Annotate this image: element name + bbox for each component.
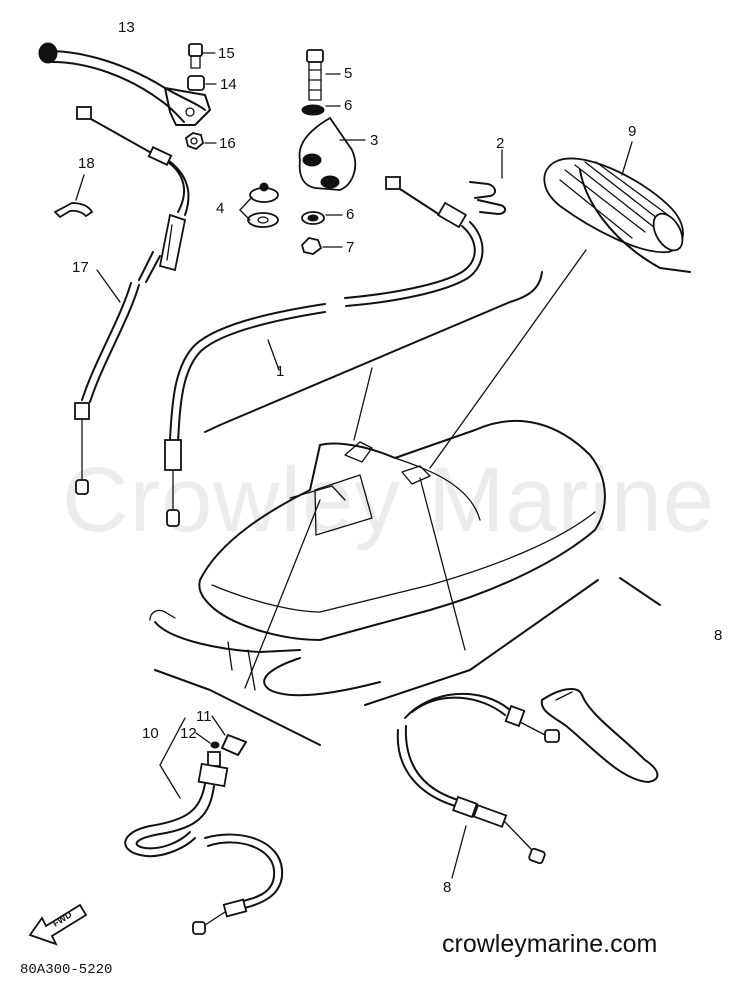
callout-16: 16 (219, 135, 236, 152)
callout-8-mark: 8 (714, 627, 723, 644)
cable-bracket[interactable] (298, 116, 366, 191)
callout-1: 1 (276, 363, 285, 380)
website-credit: crowleymarine.com (442, 930, 658, 958)
callout-13: 13 (118, 19, 135, 36)
callout-3: 3 (370, 132, 379, 149)
lever-nut[interactable] (184, 132, 217, 151)
brake-lever[interactable] (38, 42, 211, 126)
bracket-nut[interactable] (300, 237, 343, 255)
leader-lines (244, 249, 587, 689)
snowmobile-body[interactable] (149, 419, 606, 697)
callout-18: 18 (78, 155, 95, 172)
washer-lower[interactable] (301, 211, 343, 225)
cable-assembly[interactable] (396, 692, 560, 879)
bracket-bolt[interactable] (306, 49, 341, 101)
lever-lower-right[interactable] (540, 688, 659, 783)
throttle-cable[interactable] (164, 176, 484, 527)
callout-6-upper: 6 (344, 97, 353, 114)
callout-17: 17 (72, 259, 89, 276)
cable-clamp[interactable] (53, 174, 94, 219)
lever-screw[interactable] (188, 43, 216, 69)
choke-fitting[interactable] (195, 715, 226, 749)
section-boundaries (154, 169, 691, 746)
diagram-code: 80A300-5220 (20, 962, 113, 978)
callout-6-lower: 6 (346, 206, 355, 223)
callout-4: 4 (216, 200, 225, 217)
brake-cable[interactable] (74, 106, 190, 495)
washer-upper[interactable] (301, 104, 341, 116)
callout-14: 14 (220, 76, 237, 93)
grommet-set[interactable] (239, 182, 279, 228)
callout-11: 11 (196, 708, 212, 725)
callout-9: 9 (628, 123, 637, 140)
callout-8: 8 (443, 879, 452, 896)
handle-grip[interactable] (543, 141, 688, 255)
choke-cable[interactable] (124, 717, 284, 935)
callout-5: 5 (344, 65, 353, 82)
callout-12: 12 (180, 725, 197, 742)
callout-2: 2 (496, 135, 505, 152)
lever-collar[interactable] (187, 75, 217, 91)
fwd-arrow-icon (28, 903, 88, 946)
callout-10: 10 (142, 725, 159, 742)
callout-7: 7 (346, 239, 355, 256)
callout-15: 15 (218, 45, 235, 62)
wire-clip[interactable] (469, 149, 506, 215)
